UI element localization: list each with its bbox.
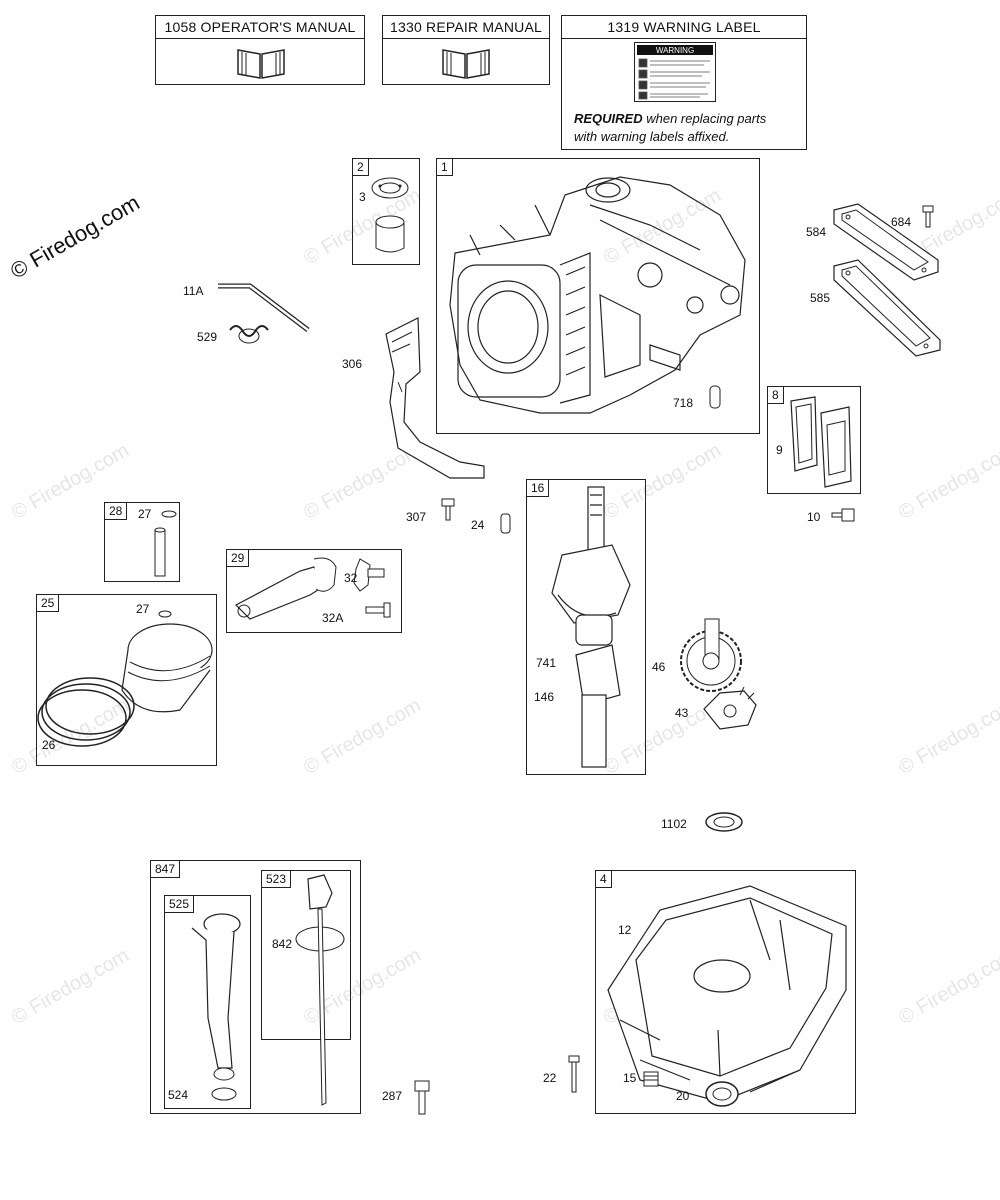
label-part-529: 529 — [197, 330, 218, 344]
label-part-43: 43 — [675, 706, 689, 720]
bolt-22[interactable] — [567, 1055, 581, 1095]
group-tag-28: 28 — [104, 502, 128, 520]
group-tag-523: 523 — [261, 870, 292, 888]
label-part-684: 684 — [891, 215, 912, 229]
repair-manual-box[interactable]: 1330 REPAIR MANUAL — [382, 15, 550, 85]
air-guide-306[interactable] — [380, 312, 490, 482]
drain-plug-15[interactable] — [642, 1068, 660, 1090]
watermark: © Firedog.com — [895, 944, 1000, 1030]
label-part-287: 287 — [382, 1089, 403, 1103]
label-part-46: 46 — [652, 660, 666, 674]
screw-307[interactable] — [440, 498, 456, 522]
piston-pin-28[interactable] — [150, 508, 180, 580]
crankcase-cover-4[interactable] — [600, 880, 852, 1110]
label-part-11a: 11A — [183, 284, 204, 298]
dipstick-tube-525[interactable] — [178, 908, 248, 1104]
operators-manual-title: 1058 OPERATOR'S MANUAL — [156, 16, 364, 39]
crankshaft-16[interactable] — [540, 485, 640, 770]
group-box-29[interactable] — [226, 549, 402, 633]
warning-label-icon: WARNING — [634, 42, 716, 102]
dowel-pin-24[interactable] — [499, 512, 513, 536]
group-box-4[interactable] — [595, 870, 856, 1114]
governor-43[interactable] — [700, 685, 760, 735]
group-box-8[interactable] — [767, 386, 861, 494]
gaskets-584-585[interactable] — [828, 200, 948, 360]
dowel-pin-718[interactable] — [708, 384, 722, 412]
repair-manual-title: 1330 REPAIR MANUAL — [383, 16, 549, 39]
label-part-15: 15 — [623, 1071, 637, 1085]
cam-gear-46[interactable] — [675, 615, 755, 695]
label-part-3: 3 — [359, 190, 366, 204]
label-part-10: 10 — [807, 510, 821, 524]
label-part-12: 12 — [618, 923, 632, 937]
oil-seal-1102[interactable] — [702, 810, 746, 834]
label-part-32a: 32A — [322, 611, 344, 625]
group-tag-4: 4 — [595, 870, 612, 888]
group-box-2[interactable] — [352, 158, 420, 265]
screw-10[interactable] — [830, 506, 856, 524]
screw-287[interactable] — [412, 1080, 434, 1116]
watermark: © Firedog.com — [895, 694, 1000, 780]
label-part-306: 306 — [342, 357, 363, 371]
cylinder-block-drawing[interactable] — [440, 165, 760, 433]
label-part-26: 26 — [42, 738, 56, 752]
group-box-1[interactable] — [436, 158, 760, 434]
watermark-main: © Firedog.com — [6, 189, 144, 284]
group-box-525[interactable] — [164, 895, 251, 1109]
group-box-28[interactable] — [104, 502, 180, 582]
label-part-741: 741 — [536, 656, 557, 670]
label-part-146: 146 — [534, 690, 555, 704]
oil-seal-20[interactable] — [702, 1078, 742, 1110]
group-box-16[interactable] — [526, 479, 646, 775]
label-part-9: 9 — [776, 443, 783, 457]
group-tag-29: 29 — [226, 549, 250, 567]
group-tag-847: 847 — [150, 860, 181, 878]
label-part-24: 24 — [471, 518, 485, 532]
group-box-847[interactable] — [150, 860, 361, 1114]
group-tag-25: 25 — [36, 594, 60, 612]
group-tag-1: 1 — [436, 158, 453, 176]
label-part-32: 32 — [344, 571, 358, 585]
book-icon — [442, 49, 490, 79]
label-part-842: 842 — [272, 937, 293, 951]
operators-manual-box[interactable]: 1058 OPERATOR'S MANUAL — [155, 15, 365, 85]
watermark: © Firedog.com — [300, 694, 425, 780]
group-tag-8: 8 — [767, 386, 784, 404]
connecting-rod-29[interactable] — [230, 555, 400, 630]
label-part-1102: 1102 — [661, 817, 687, 831]
group-tag-525: 525 — [164, 895, 195, 913]
dipstick-523[interactable] — [295, 873, 358, 1113]
group-tag-16: 16 — [526, 479, 550, 497]
label-part-20: 20 — [676, 1089, 690, 1103]
warning-label-box[interactable]: 1319 WARNING LABEL WARNING REQUIRED when… — [561, 15, 807, 150]
label-part-524: 524 — [168, 1088, 189, 1102]
group-box-25[interactable] — [36, 594, 217, 766]
screw-684[interactable] — [920, 205, 936, 229]
book-icon — [237, 49, 285, 79]
label-part-585: 585 — [810, 291, 831, 305]
watermark: © Firedog.com — [895, 439, 1000, 525]
note-rest: when replacing parts — [642, 111, 767, 126]
group-tag-2: 2 — [352, 158, 369, 176]
group-box-523[interactable] — [261, 870, 351, 1040]
hose-clamp-529[interactable] — [226, 320, 272, 348]
label-part-584: 584 — [806, 225, 827, 239]
warning-label-note: REQUIRED when replacing parts with warni… — [562, 106, 778, 150]
piston-rings-25[interactable] — [37, 610, 215, 760]
note-line2: with warning labels affixed. — [574, 129, 730, 144]
breather-assembly-9[interactable] — [787, 395, 857, 491]
label-part-307: 307 — [406, 510, 427, 524]
bearing-seal-3[interactable] — [368, 172, 412, 260]
watermark: © Firedog.com — [8, 944, 133, 1030]
svg-text:WARNING: WARNING — [656, 46, 694, 55]
breather-tube-11a[interactable] — [210, 280, 320, 340]
label-part-27-pin: 27 — [138, 507, 152, 521]
label-part-718: 718 — [673, 396, 694, 410]
warning-label-title: 1319 WARNING LABEL — [562, 16, 806, 39]
note-required: REQUIRED — [574, 111, 643, 126]
label-part-22: 22 — [543, 1071, 557, 1085]
label-part-27-piston: 27 — [136, 602, 150, 616]
